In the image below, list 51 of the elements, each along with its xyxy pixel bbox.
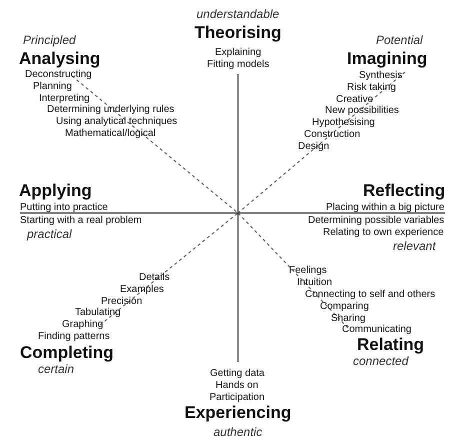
activity-label: Construction xyxy=(304,129,360,140)
activity-label: Participation xyxy=(210,392,265,404)
style-heading: Theorising xyxy=(194,23,282,43)
activity-label: Placing within a big picture xyxy=(326,202,444,214)
activity-label: Putting into practice xyxy=(20,202,108,214)
style-heading: Applying xyxy=(19,181,92,201)
activity-label: Details xyxy=(139,272,170,284)
activity-label: Determining underlying rules xyxy=(47,104,174,116)
quality-label: relevant xyxy=(393,240,436,254)
activity-label: Mathematical/logical xyxy=(65,128,156,140)
style-heading: Analysing xyxy=(19,49,100,69)
activity-label: Precision xyxy=(101,296,142,308)
style-heading: Completing xyxy=(20,343,114,363)
activity-label: Tabulating xyxy=(75,307,121,318)
activity-label: Creative xyxy=(336,94,374,106)
activity-label: Hypothesising xyxy=(312,117,375,128)
activity-label: Communicating xyxy=(342,324,412,336)
activity-label: Risk taking xyxy=(347,82,396,94)
activity-label: Sharing xyxy=(331,313,366,324)
activity-label: Using analytical techniques xyxy=(56,116,178,128)
activity-label: Design xyxy=(298,141,330,152)
activity-label: Fitting models xyxy=(207,59,270,70)
activity-label: Planning xyxy=(33,81,72,92)
activity-label: New possibilities xyxy=(325,105,399,116)
quality-label: Principled xyxy=(23,34,76,48)
quality-label: certain xyxy=(38,363,74,377)
activity-label: Graphing xyxy=(62,319,104,330)
activity-label: Comparing xyxy=(320,301,369,312)
activity-label: Deconstructing xyxy=(25,69,92,80)
style-heading: Relating xyxy=(357,335,424,355)
activity-label: Feelings xyxy=(289,265,327,276)
style-heading: Experiencing xyxy=(184,403,292,423)
quality-label: authentic xyxy=(214,426,262,440)
style-heading: Reflecting xyxy=(363,181,446,201)
quality-label: Potential xyxy=(376,34,423,48)
activity-label: Explaining xyxy=(215,47,262,58)
activity-label: Synthesis xyxy=(359,70,402,82)
activity-label: Intuition xyxy=(297,277,332,288)
activity-label: Hands on xyxy=(216,380,258,392)
activity-label: Starting with a real problem xyxy=(20,215,142,226)
quality-label: connected xyxy=(353,355,408,369)
activity-label: Finding patterns xyxy=(38,331,110,342)
quality-label: practical xyxy=(27,228,72,242)
style-heading: Imagining xyxy=(347,49,428,69)
activity-label: Determining possible variables xyxy=(308,215,444,226)
activity-label: Getting data xyxy=(210,368,264,380)
activity-label: Connecting to self and others xyxy=(305,289,436,300)
activity-label: Interpreting xyxy=(39,93,90,104)
activity-label: Examples xyxy=(120,284,164,296)
activity-label: Relating to own experience xyxy=(323,227,444,238)
quality-label: understandable xyxy=(196,8,280,22)
